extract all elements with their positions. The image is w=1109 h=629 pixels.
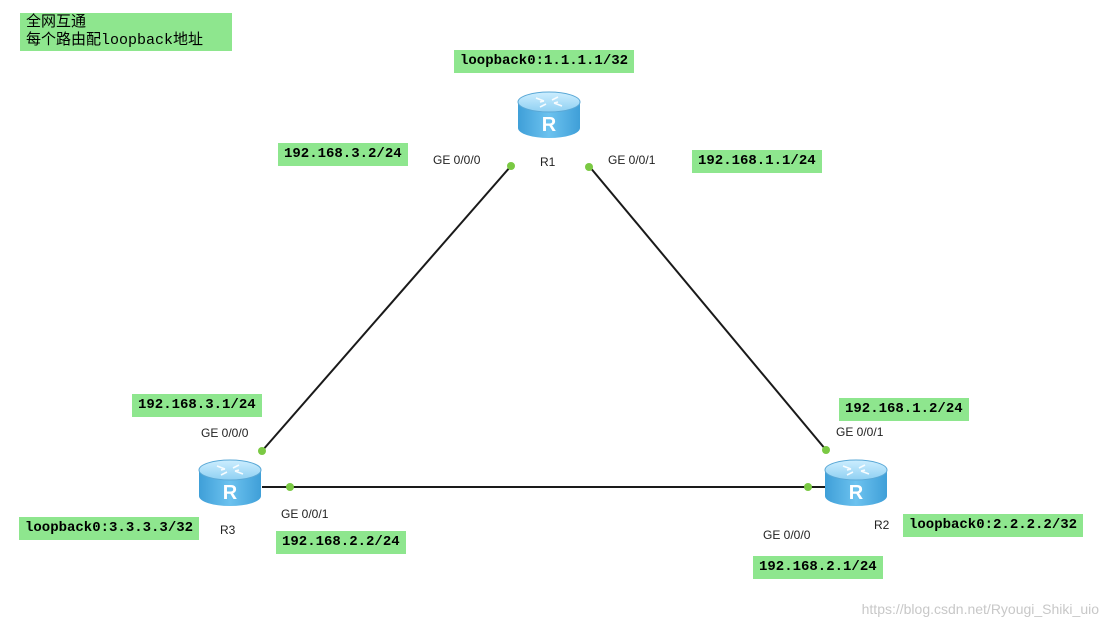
r3-loopback-label[interactable]: loopback0:3.3.3.3/32 — [19, 517, 200, 540]
router-r1-icon[interactable]: R — [517, 91, 581, 138]
port-label-r2-ge000: GE 0/0/0 — [763, 528, 811, 542]
ip-label-r3-ge000[interactable]: 192.168.3.1/24 — [132, 394, 262, 417]
port-label-r3-ge000: GE 0/0/0 — [201, 426, 249, 440]
svg-text:R: R — [542, 114, 557, 136]
r2-loopback-label[interactable]: loopback0:2.2.2.2/32 — [903, 514, 1084, 537]
port-dot-r1-ge001[interactable] — [585, 163, 593, 171]
title-line-2: 每个路由配loopback地址 — [26, 32, 204, 49]
link-r1-r2 — [588, 165, 827, 451]
port-dot-r3-ge000[interactable] — [258, 447, 266, 455]
router-r2-icon[interactable]: R — [824, 459, 888, 506]
r1-loopback-label[interactable]: loopback0:1.1.1.1/32 — [454, 50, 635, 73]
title-note[interactable]: 全网互通 每个路由配loopback地址 — [20, 13, 232, 51]
port-dot-r1-ge000[interactable] — [507, 162, 515, 170]
ip-label-r1-ge000[interactable]: 192.168.3.2/24 — [278, 143, 408, 166]
port-dot-r2-ge001[interactable] — [822, 446, 830, 454]
router-r1-name: R1 — [540, 155, 556, 169]
link-r1-r3 — [261, 165, 512, 452]
watermark: https://blog.csdn.net/Ryougi_Shiki_uio — [861, 601, 1099, 617]
port-dot-r2-ge000[interactable] — [804, 483, 812, 491]
router-r3-name: R3 — [220, 523, 236, 537]
title-line-1: 全网互通 — [26, 14, 87, 31]
router-r3-icon[interactable]: R — [198, 459, 262, 506]
svg-text:R: R — [223, 482, 238, 504]
ip-label-r1-ge001[interactable]: 192.168.1.1/24 — [692, 150, 822, 173]
ip-label-r2-ge000[interactable]: 192.168.2.1/24 — [753, 556, 883, 579]
port-label-r2-ge001: GE 0/0/1 — [836, 425, 884, 439]
port-dot-r3-ge001[interactable] — [286, 483, 294, 491]
port-label-r3-ge001: GE 0/0/1 — [281, 507, 329, 521]
router-r2-name: R2 — [874, 518, 890, 532]
ip-label-r3-ge001[interactable]: 192.168.2.2/24 — [276, 531, 406, 554]
port-label-r1-ge000: GE 0/0/0 — [433, 153, 481, 167]
ip-label-r2-ge001[interactable]: 192.168.1.2/24 — [839, 398, 969, 421]
svg-text:R: R — [849, 482, 864, 504]
port-label-r1-ge001: GE 0/0/1 — [608, 153, 656, 167]
